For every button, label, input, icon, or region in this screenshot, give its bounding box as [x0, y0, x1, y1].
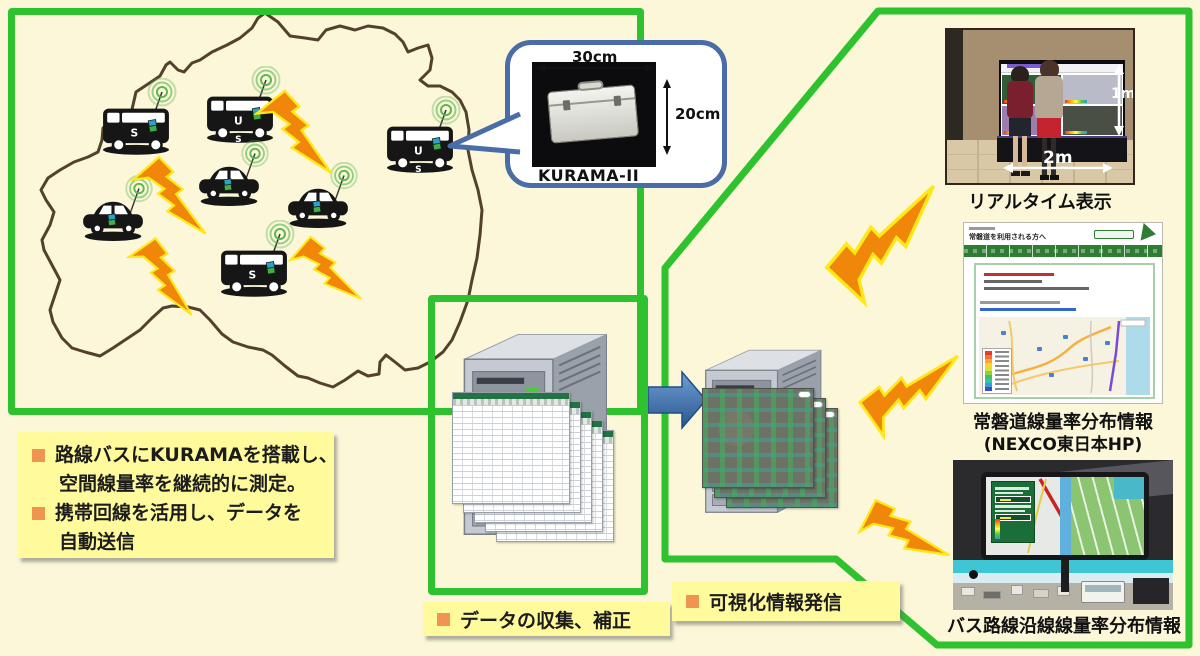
- device-name-label: KURAMA-II: [538, 166, 640, 185]
- lightning-bolt-icon: [112, 233, 211, 319]
- bullet-icon: [32, 449, 45, 462]
- bus-icon: U S: [382, 96, 468, 176]
- person: [1005, 66, 1035, 178]
- bus-icon: S: [98, 78, 184, 158]
- bus-monitor-photo: [953, 460, 1173, 610]
- lightning-bolt-icon: [281, 233, 370, 307]
- dose-scale-icon: [995, 519, 1000, 539]
- site-button: [1094, 230, 1134, 239]
- kurama-device-photo: [532, 62, 656, 167]
- map-window-stack-icon: [702, 388, 852, 518]
- taxi-icon: [80, 175, 156, 243]
- bullet-icon: [686, 594, 699, 608]
- bullet-icon: [437, 612, 450, 626]
- svg-text:S: S: [235, 135, 242, 145]
- bus-route-caption: バス路線沿線線量率分布情報: [947, 616, 1181, 637]
- publish-step-label: 可視化情報発信: [672, 581, 900, 621]
- callout-tail: [447, 111, 522, 155]
- site-title: 常磐道を利用される方へ: [969, 233, 1046, 241]
- measurement-note-box: 路線バスにKURAMAを搭載し、 空間線量率を継続的に測定。 携帯回線を活用し、…: [18, 432, 338, 558]
- nexco-website-screenshot: 常磐道を利用される方へ: [963, 222, 1163, 404]
- nexco-logo-icon: [1140, 223, 1158, 244]
- note-line: 携帯回線を活用し、データを: [55, 502, 303, 524]
- lightning-bolt-icon: [836, 479, 967, 588]
- signal-icon: [241, 140, 269, 181]
- collect-step-label: データの収集、補正: [423, 602, 670, 636]
- signal-icon: [330, 162, 358, 203]
- kurama-callout: 30cm 20cm KURAMA-II: [505, 40, 727, 188]
- note-line: 路線バスにKURAMAを搭載し、: [55, 444, 338, 466]
- screen-height-label: 1m: [1111, 86, 1135, 102]
- lightning-bolt-icon: [854, 337, 962, 451]
- onboard-monitor: [981, 472, 1149, 560]
- realtime-caption: リアルタイム表示: [968, 192, 1112, 213]
- note-line: 空間線量率を継続的に測定。: [59, 473, 307, 495]
- signal-icon: [147, 78, 177, 121]
- person: [1033, 60, 1065, 182]
- parked-bus: [1081, 581, 1125, 603]
- nexco-caption-line1: 常磐道線量率分布情報: [973, 412, 1153, 433]
- collection-zone-border: [428, 295, 648, 595]
- realtime-display-photo: 1m 2m: [945, 28, 1135, 185]
- taxi-icon: [285, 162, 361, 230]
- height-arrow-icon: [663, 79, 671, 155]
- height-dimension-label: 20cm: [675, 105, 721, 123]
- bus-icon: U S: [202, 66, 288, 146]
- signal-icon: [265, 220, 295, 263]
- note-line: 自動送信: [59, 531, 136, 553]
- lightning-bolt-icon: [129, 152, 211, 239]
- svg-text:U: U: [414, 145, 423, 158]
- site-nav-bar: [964, 245, 1162, 257]
- svg-text:S: S: [415, 165, 422, 175]
- svg-text:S: S: [249, 269, 257, 282]
- spreadsheet-stack-icon: [452, 392, 622, 552]
- width-arrow-icon: [536, 64, 654, 72]
- nexco-caption-line2: (NEXCO東日本HP): [983, 435, 1143, 455]
- svg-text:U: U: [234, 115, 243, 128]
- parked-truck: [1133, 578, 1169, 604]
- bullet-icon: [32, 507, 45, 520]
- monitor-info-panel: [991, 481, 1035, 543]
- bus-icon: S: [216, 220, 302, 300]
- dose-legend: [982, 348, 1012, 394]
- screen-width-label: 2m: [1043, 148, 1073, 168]
- width-dimension-label: 30cm: [572, 48, 618, 66]
- measurement-zone-border: [8, 8, 644, 415]
- dimension-arrows: [1003, 64, 1124, 173]
- lightning-bolt-icon: [824, 184, 942, 308]
- signal-icon: [431, 96, 461, 139]
- svg-text:S: S: [131, 127, 139, 140]
- lightning-bolt-icon: [251, 88, 339, 176]
- kurama-case-illustration: [546, 79, 640, 144]
- taxi-icon: [196, 140, 272, 208]
